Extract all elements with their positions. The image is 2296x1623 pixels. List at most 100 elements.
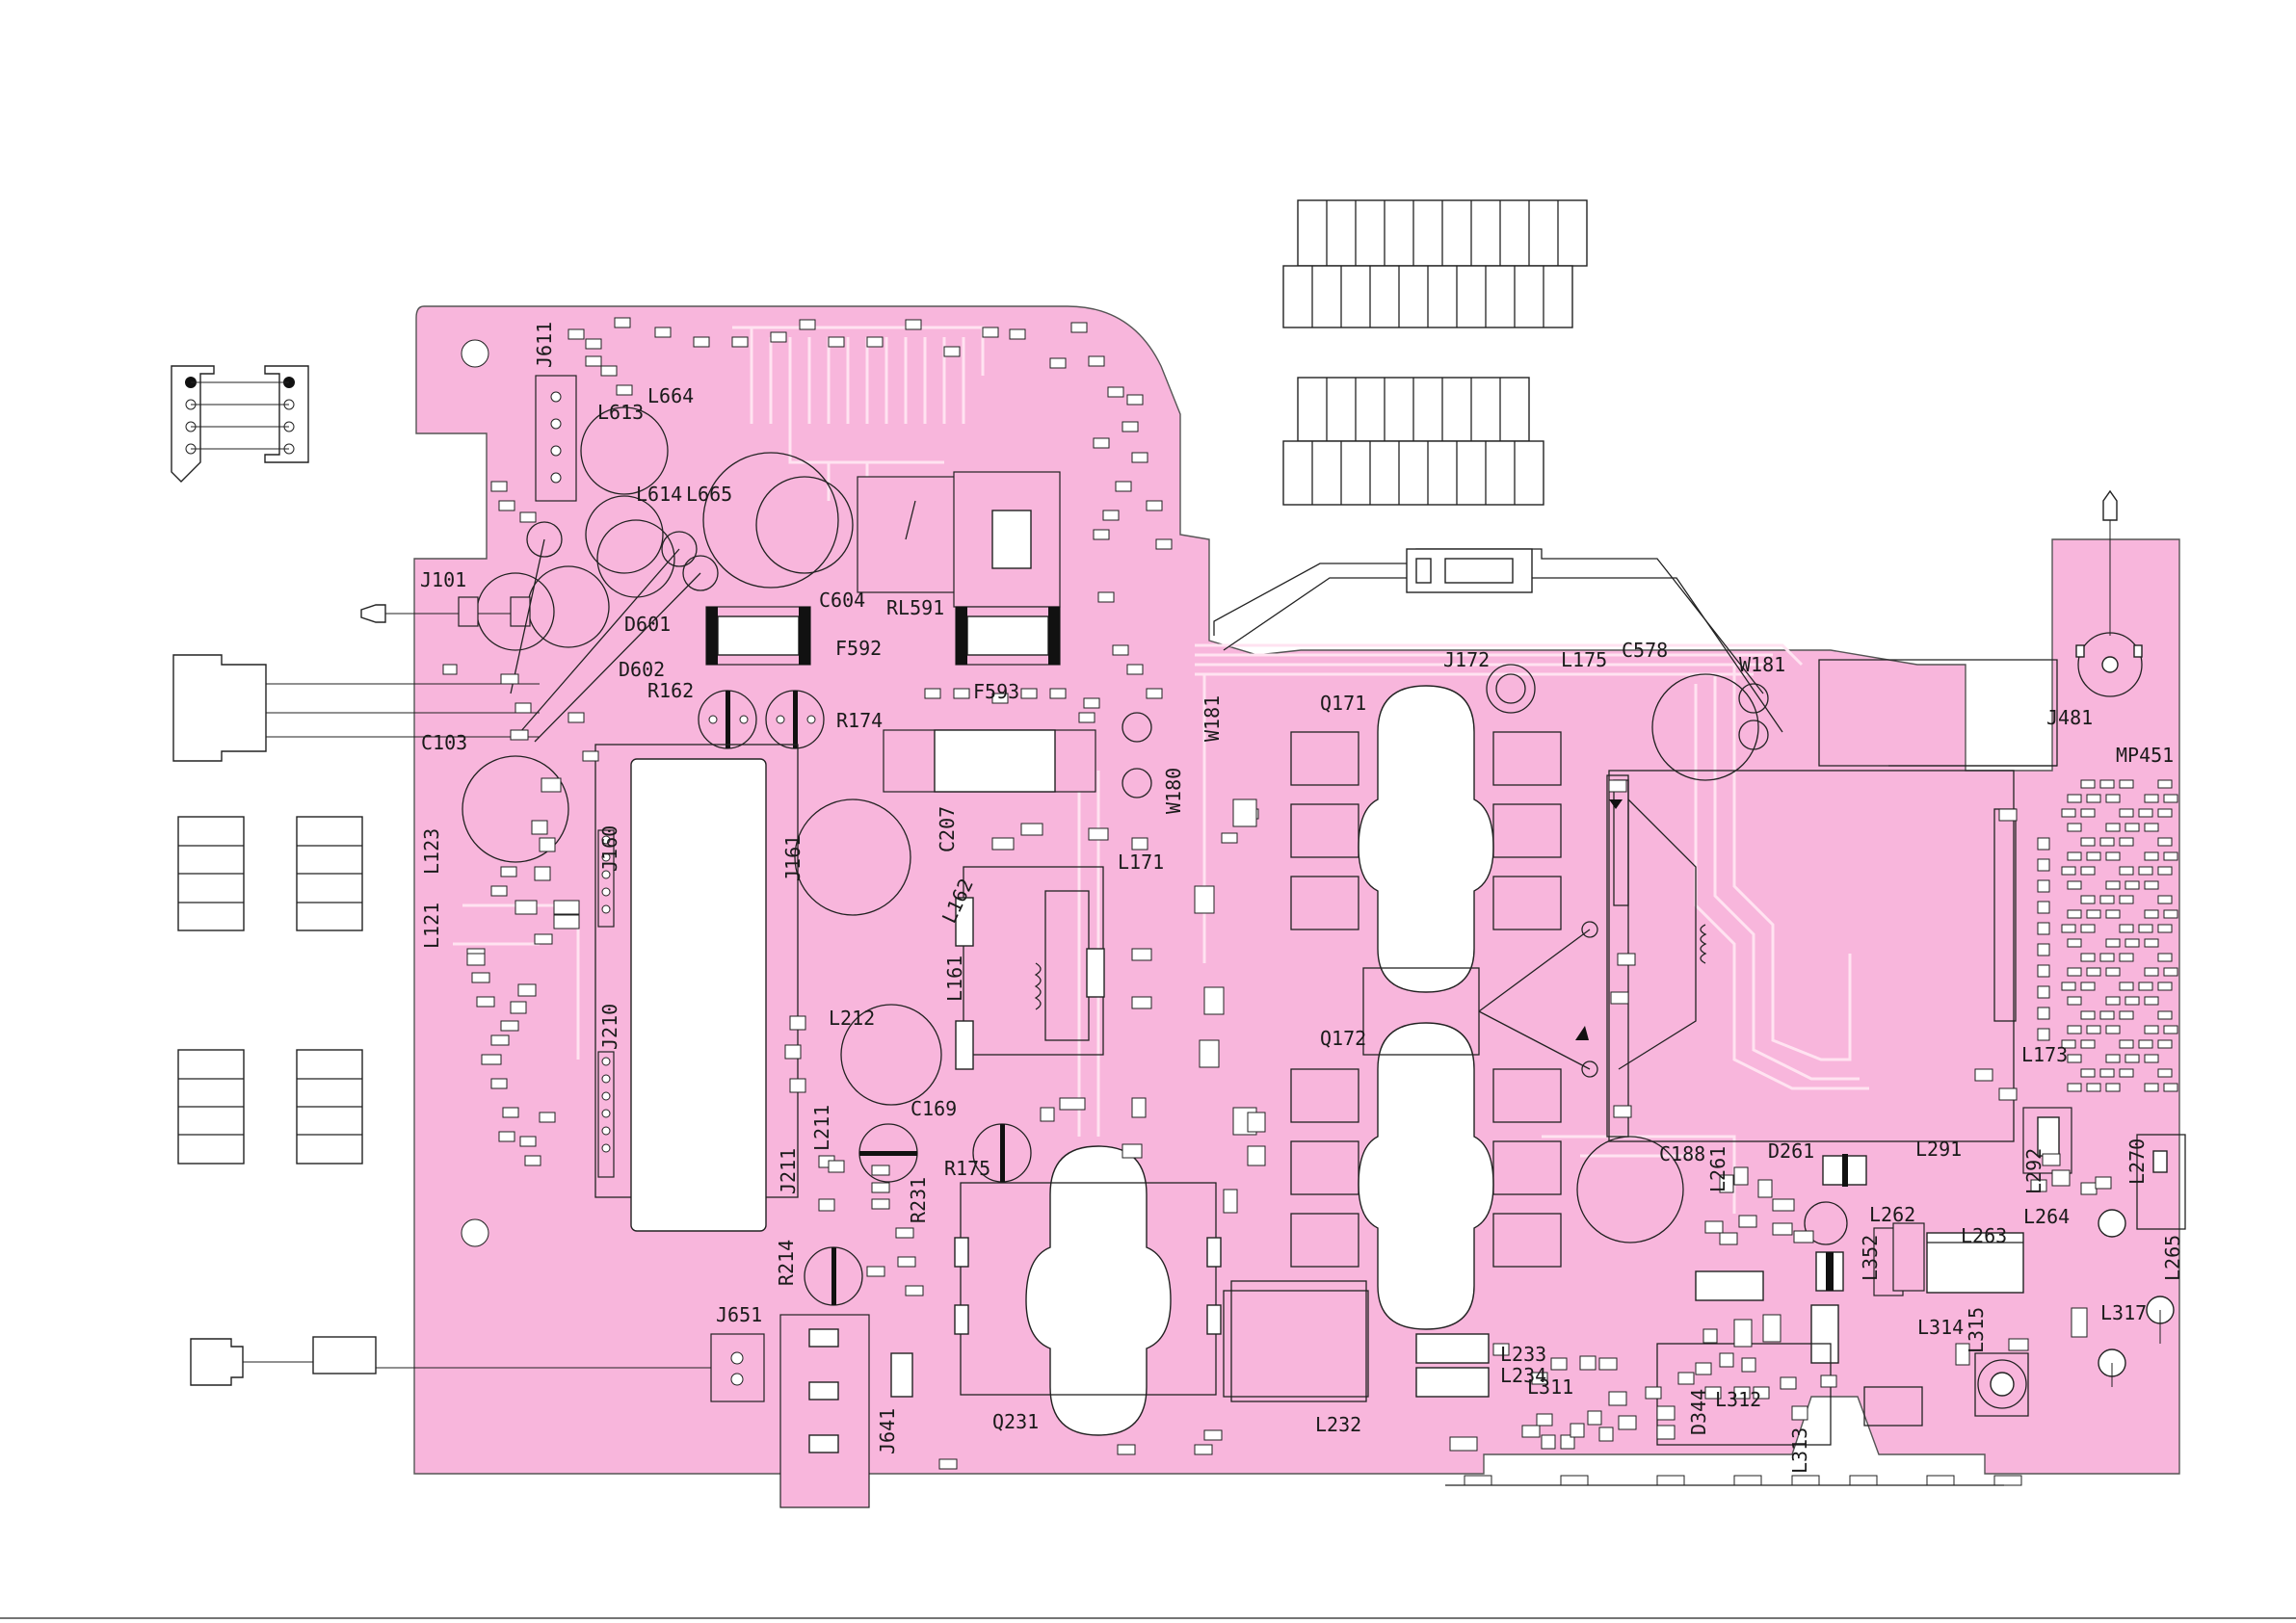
label-L123: L123: [420, 828, 443, 875]
label-R175: R175: [944, 1157, 990, 1180]
smd-footprint: [2037, 985, 2050, 999]
label-W181: W181: [1739, 653, 1785, 676]
top-grid-block-2: [1282, 265, 1573, 328]
smd-footprint: [2037, 922, 2050, 935]
smd-footprint: [2144, 851, 2159, 861]
smd-footprint: [476, 996, 495, 1008]
label-J161: J161: [781, 835, 805, 881]
smd-footprint: [616, 384, 633, 396]
smd-footprint: [2061, 1039, 2076, 1049]
label-L233: L233: [1500, 1343, 1546, 1366]
smd-footprint: [2144, 880, 2159, 890]
smd-footprint: [1070, 322, 1088, 333]
smd-footprint: [2067, 794, 2082, 803]
smd-footprint: [2080, 866, 2096, 876]
transistor-q231: [954, 1145, 1222, 1436]
smd-footprint: [2105, 851, 2121, 861]
smd-footprint: [2086, 909, 2101, 919]
smd-footprint: [953, 688, 970, 699]
smd-footprint: [2163, 909, 2178, 919]
electrolytic-capacitors: [462, 673, 1759, 1306]
smd-footprint: [1541, 1434, 1556, 1450]
smd-footprint: [654, 327, 672, 338]
label-J210: J210: [598, 1004, 621, 1050]
smd-footprint: [2124, 938, 2140, 948]
smd-footprint: [1122, 1143, 1143, 1159]
smd-footprint: [2061, 982, 2076, 991]
smd-footprint: [515, 900, 538, 915]
label-F593: F593: [973, 680, 1019, 703]
smd-footprint: [2086, 967, 2101, 977]
smd-footprint: [510, 729, 529, 741]
diodes-d601-d602: [458, 538, 701, 743]
smd-footprint: [519, 1136, 537, 1147]
l232-area: [1223, 1290, 1369, 1398]
smd-footprint: [1107, 386, 1124, 398]
smd-footprint: [1570, 1423, 1585, 1438]
smd-footprint: [2163, 967, 2178, 977]
label-J641: J641: [876, 1408, 899, 1454]
smd-footprint: [2144, 996, 2159, 1006]
smd-footprint: [1117, 1444, 1136, 1455]
fuse-f593: [955, 606, 1061, 666]
smd-footprint: [2163, 851, 2178, 861]
smd-footprint: [2144, 909, 2159, 919]
smd-footprint: [2067, 1054, 2082, 1063]
smd-footprint: [1738, 1215, 1757, 1228]
smd-footprint: [1791, 1405, 1808, 1421]
smd-footprint: [1088, 827, 1109, 841]
smd-footprint: [585, 355, 602, 367]
label-R214: R214: [775, 1240, 798, 1286]
smd-footprint: [1093, 437, 1110, 449]
smd-footprint: [1677, 1372, 1695, 1385]
wire-w181: [1213, 548, 1783, 733]
smd-footprint: [2037, 879, 2050, 893]
smd-footprint: [614, 317, 631, 328]
label-L314: L314: [1917, 1316, 1964, 1339]
smd-footprint: [1049, 357, 1067, 369]
top-grid-block-3: [1297, 377, 1530, 442]
smd-footprint: [1247, 1112, 1266, 1133]
left-probe-pin: [360, 604, 520, 623]
smd-footprint: [2037, 837, 2050, 851]
smd-footprint: [693, 336, 710, 348]
smd-footprint: [2157, 808, 2173, 818]
w181-pads: [1122, 683, 1769, 798]
smd-footprint: [500, 866, 517, 877]
smd-footprint: [1587, 1410, 1602, 1426]
smd-footprint: [1194, 1444, 1213, 1455]
label-L270: L270: [2125, 1139, 2149, 1185]
smd-footprint: [1608, 779, 1627, 793]
smd-footprint: [2067, 938, 2082, 948]
smd-footprint: [2042, 1153, 2061, 1166]
smd-footprint: [517, 983, 537, 997]
smd-footprint: [490, 481, 508, 492]
smd-footprint: [2163, 1083, 2178, 1092]
smd-footprint: [2099, 895, 2115, 904]
q172-pads: [1290, 1068, 1562, 1268]
smd-footprint: [1762, 1314, 1781, 1343]
smd-footprint: [2099, 779, 2115, 789]
smd-footprint: [2067, 1025, 2082, 1034]
smd-components: [442, 317, 2112, 1470]
smd-footprint: [2080, 808, 2096, 818]
smd-footprint: [784, 1044, 802, 1060]
smd-footprint: [2119, 808, 2134, 818]
smd-footprint: [1131, 996, 1152, 1009]
label-L614: L614: [636, 483, 682, 506]
label-L312: L312: [1715, 1388, 1761, 1411]
right-tall-board-j481: [2075, 489, 2143, 697]
smd-footprint: [2080, 1068, 2096, 1078]
smd-footprint: [1521, 1425, 1541, 1438]
smd-footprint: [2138, 808, 2153, 818]
smd-footprint: [2124, 1054, 2140, 1063]
label-C604: C604: [819, 589, 865, 612]
smd-footprint: [1221, 832, 1238, 844]
smd-footprint: [1146, 500, 1163, 511]
smd-footprint: [515, 702, 532, 714]
smd-footprint: [1733, 1386, 1751, 1400]
smd-footprint: [2037, 943, 2050, 956]
smd-footprint: [905, 319, 922, 330]
smd-footprint: [2144, 1054, 2159, 1063]
smd-footprint: [866, 1266, 885, 1277]
